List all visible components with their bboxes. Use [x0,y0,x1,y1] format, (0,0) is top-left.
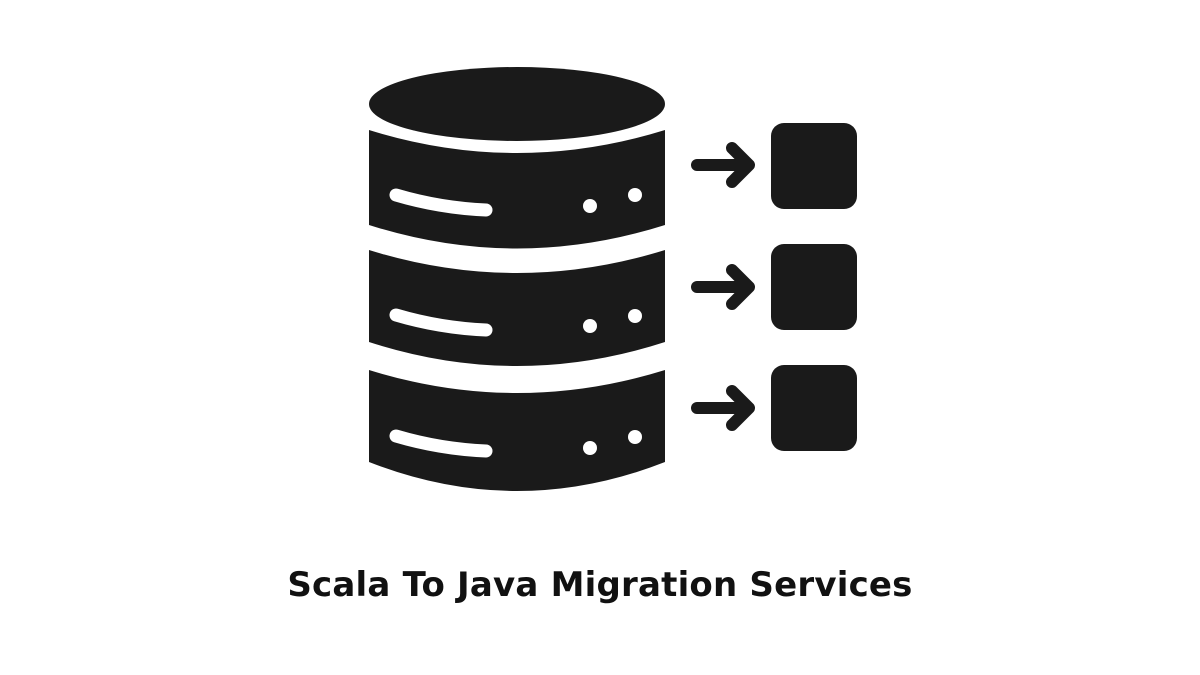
arrow-right-icon [691,142,755,188]
led-dot-icon [628,188,642,202]
led-dot-icon [583,319,597,333]
led-dot-icon [583,199,597,213]
arrow-right-icon [691,264,755,310]
led-dot-icon [628,309,642,323]
arrow-right-icon [691,385,755,431]
database-tier-3 [369,370,665,491]
database-tier-2 [369,250,665,366]
led-dot-icon [583,441,597,455]
square-block-icon [771,365,857,451]
square-block-icon [771,244,857,330]
database-tier-1 [369,130,665,249]
server-indicators [389,188,642,458]
drive-slot-icon [389,429,493,458]
led-dot-icon [628,430,642,444]
migration-diagram [369,67,857,491]
square-block-icon [771,123,857,209]
database-server-icon [369,67,665,491]
drive-slot-icon [389,308,493,337]
drive-slot-icon [389,188,493,217]
caption-title: Scala To Java Migration Services [287,565,913,605]
